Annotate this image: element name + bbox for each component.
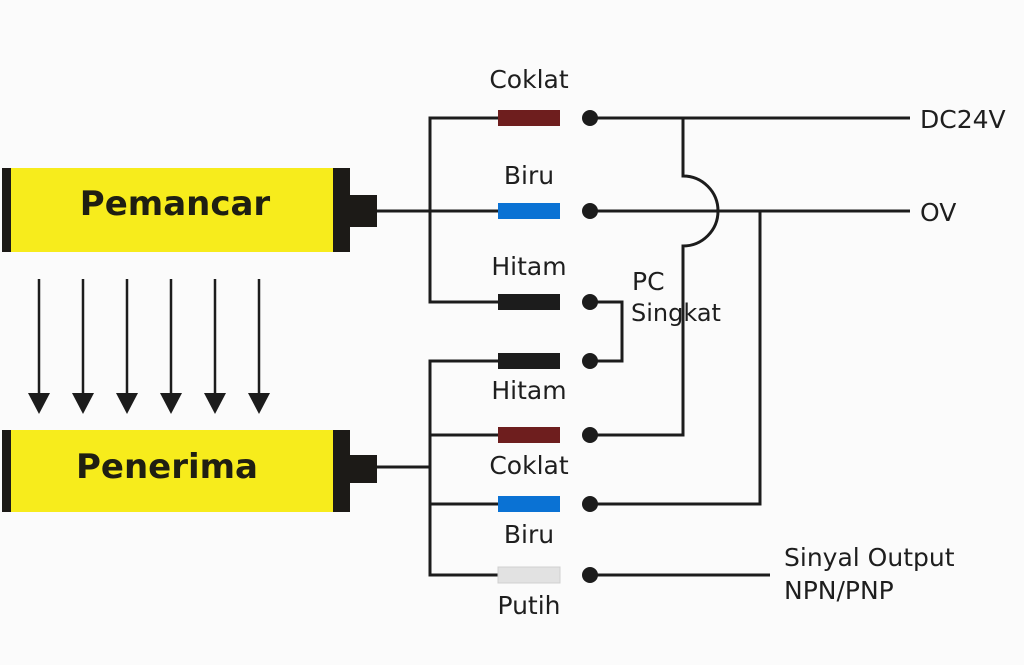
emitter-connector <box>350 195 377 227</box>
emitter-wire-biru: Biru <box>498 161 598 219</box>
beam-arrow <box>28 279 50 414</box>
receiver-wire-biru-label: Biru <box>504 520 554 549</box>
receiver-wire-hitam: Hitam <box>491 353 598 405</box>
receiver-wire-coklat: Coklat <box>489 427 598 480</box>
emitter-wire-biru-terminal-dot <box>582 203 598 219</box>
receiver-wire-hitam-swatch <box>498 353 560 369</box>
beam-arrow <box>116 279 138 414</box>
receiver-brown-to-dc24v <box>590 118 720 437</box>
emitter-wire-hitam: Hitam <box>491 252 598 310</box>
emitter-body <box>2 168 350 252</box>
receiver-wire-biru-swatch <box>498 496 560 512</box>
beam-arrow <box>160 279 182 414</box>
receiver-label: Penerima <box>76 447 258 487</box>
receiver-left-cap <box>2 430 11 512</box>
emitter-wire-biru-label: Biru <box>504 161 554 190</box>
emitter-wire-hitam-terminal-dot <box>582 294 598 310</box>
receiver-wire-biru-terminal-dot <box>582 496 598 512</box>
singkat-label: Singkat <box>631 299 721 327</box>
wiring <box>377 116 910 577</box>
receiver-bus <box>428 359 498 577</box>
receiver-wire-putih: Putih <box>497 566 598 620</box>
emitter-wire-coklat-terminal-dot <box>582 110 598 126</box>
emitter-wire-hitam-label: Hitam <box>491 252 566 281</box>
ov-label: OV <box>920 198 956 227</box>
emitter-right-cap <box>333 168 350 252</box>
emitter-label: Pemancar <box>80 184 271 224</box>
emitter-left-cap <box>2 168 11 252</box>
receiver-wire-putih-swatch <box>497 566 561 584</box>
emitter-wire-biru-swatch <box>498 203 560 219</box>
emitter-wire-coklat-swatch <box>498 110 560 126</box>
receiver-right-cap <box>333 430 350 512</box>
output-type-label: NPN/PNP <box>784 576 894 605</box>
emitter-wire-coklat-label: Coklat <box>489 65 568 94</box>
receiver-wire-coklat-swatch <box>498 427 560 443</box>
pc-label: PC <box>632 267 665 296</box>
receiver-wire-putih-terminal-dot <box>582 567 598 583</box>
emitter-bus <box>428 116 498 304</box>
receiver-wire-coklat-label: Coklat <box>489 451 568 480</box>
pc-short-link <box>590 300 624 363</box>
receiver-wire-biru: Biru <box>498 496 598 549</box>
beam-arrow <box>204 279 226 414</box>
beam-arrow <box>248 279 270 414</box>
receiver-wire-putih-label: Putih <box>497 591 560 620</box>
beam-arrow <box>72 279 94 414</box>
receiver-wire-coklat-terminal-dot <box>582 427 598 443</box>
emitter-device: Pemancar <box>2 168 377 252</box>
receiver-wire-hitam-label: Hitam <box>491 376 566 405</box>
receiver-wire-hitam-terminal-dot <box>582 353 598 369</box>
dc24v-label: DC24V <box>920 105 1006 134</box>
emitter-wire-coklat: Coklat <box>489 65 598 126</box>
receiver-device: Penerima <box>2 430 377 512</box>
output-signal-label: Sinyal Output <box>784 543 955 572</box>
receiver-connector <box>350 455 377 483</box>
beam-arrows <box>28 279 270 414</box>
receiver-blue-to-ov <box>590 211 762 506</box>
receiver-body <box>2 430 350 512</box>
emitter-wire-hitam-swatch <box>498 294 560 310</box>
